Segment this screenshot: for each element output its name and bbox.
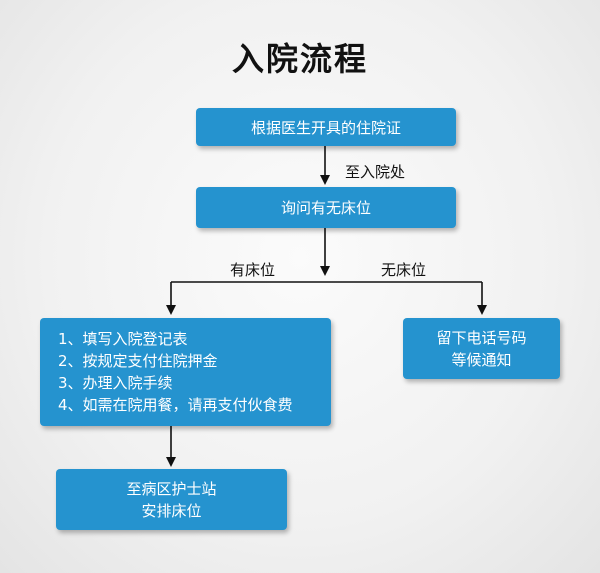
has-bed-step-3: 3、办理入院手续 [58, 374, 173, 392]
final-line-2: 安排床位 [141, 501, 202, 520]
has-bed-label: 有床位 [230, 261, 276, 279]
step2-box: 询问有无床位 [196, 187, 456, 228]
step1-text: 根据医生开具的住院证 [250, 118, 401, 137]
final-line-1: 至病区护士站 [126, 479, 217, 498]
no-bed-label: 无床位 [381, 261, 427, 279]
has-bed-step-4: 4、如需在院用餐，请再支付伙食费 [58, 396, 293, 414]
no-bed-line-2: 等候通知 [451, 350, 512, 369]
no-bed-line-1: 留下电话号码 [436, 328, 527, 347]
no-bed-box: 留下电话号码 等候通知 [403, 318, 560, 379]
final-box: 至病区护士站 安排床位 [56, 469, 287, 530]
has-bed-steps-box: 1、填写入院登记表 2、按规定支付住院押金 3、办理入院手续 4、如需在院用餐，… [40, 318, 331, 426]
step2-text: 询问有无床位 [280, 199, 371, 217]
page-title: 入院流程 [231, 40, 368, 78]
to-admission-label: 至入院处 [345, 163, 406, 181]
step1-box: 根据医生开具的住院证 [196, 108, 456, 146]
has-bed-step-2: 2、按规定支付住院押金 [58, 352, 218, 370]
has-bed-step-1: 1、填写入院登记表 [58, 330, 188, 348]
